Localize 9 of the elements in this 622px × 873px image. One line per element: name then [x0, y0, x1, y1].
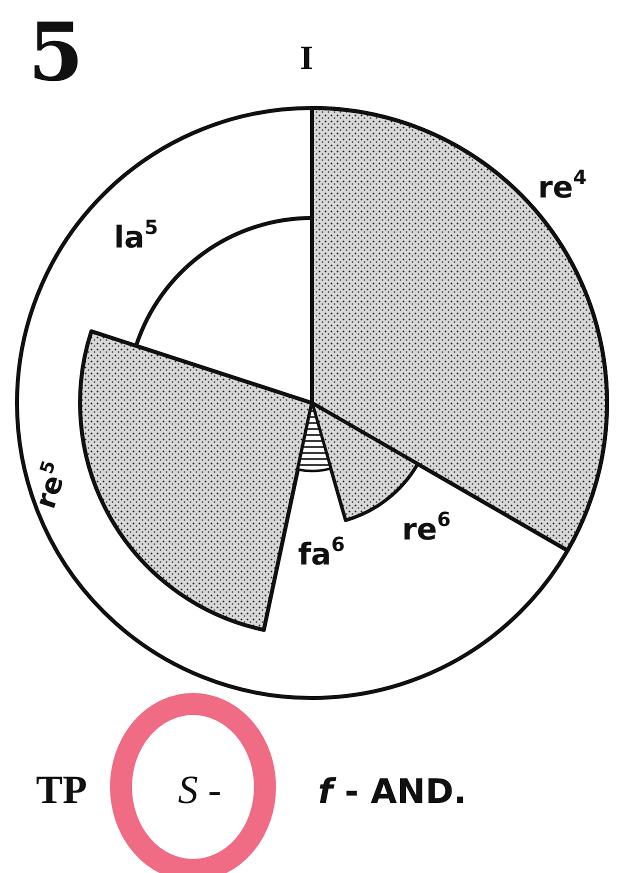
caption-text: S - — [178, 770, 222, 810]
sector-label: fa$^{6}$ — [298, 535, 345, 571]
figure-number: 5 — [28, 12, 84, 92]
sector-label: la$^{5}$ — [114, 218, 158, 254]
sector-label: re$^{4}$ — [538, 168, 587, 204]
caption-text: f - AND. — [318, 775, 466, 809]
sector-label: I — [300, 42, 314, 76]
caption-text: TP — [36, 770, 88, 810]
sector-label: re$^{6}$ — [402, 510, 451, 546]
